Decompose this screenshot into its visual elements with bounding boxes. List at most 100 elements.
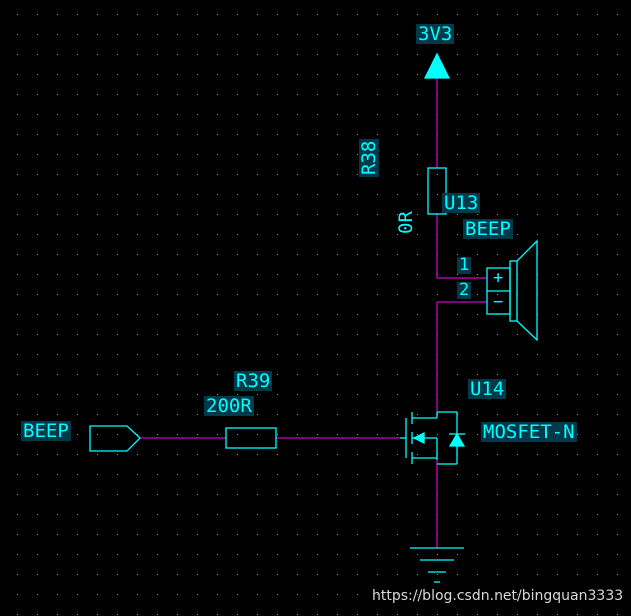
grid-dot — [397, 534, 398, 535]
grid-dot — [277, 594, 278, 595]
grid-dot — [297, 374, 298, 375]
grid-dot — [577, 94, 578, 95]
grid-dot — [597, 314, 598, 315]
grid-dot — [477, 114, 478, 115]
buzzer-plus-sign: + — [493, 268, 504, 288]
grid-dot — [197, 554, 198, 555]
grid-dot — [97, 494, 98, 495]
grid-dot — [337, 554, 338, 555]
grid-dot — [377, 354, 378, 355]
grid-dot — [617, 594, 618, 595]
grid-dot — [17, 474, 18, 475]
grid-dots — [17, 14, 618, 615]
grid-dot — [237, 294, 238, 295]
grid-dot — [557, 54, 558, 55]
grid-dot — [577, 194, 578, 195]
grid-dot — [597, 494, 598, 495]
grid-dot — [237, 194, 238, 195]
grid-dot — [297, 74, 298, 75]
grid-dot — [77, 454, 78, 455]
grid-dot — [117, 514, 118, 515]
grid-dot — [497, 74, 498, 75]
grid-dot — [177, 174, 178, 175]
grid-dot — [17, 214, 18, 215]
grid-dot — [337, 514, 338, 515]
grid-dot — [357, 374, 358, 375]
grid-dot — [217, 134, 218, 135]
grid-dot — [157, 114, 158, 115]
net-port-beep[interactable] — [89, 425, 141, 452]
grid-dot — [317, 134, 318, 135]
grid-dot — [17, 234, 18, 235]
grid-dot — [77, 554, 78, 555]
grid-dot — [397, 434, 398, 435]
grid-dot — [237, 134, 238, 135]
power-arrow-icon[interactable] — [423, 52, 451, 79]
grid-dot — [177, 434, 178, 435]
grid-dot — [517, 134, 518, 135]
grid-dot — [557, 314, 558, 315]
grid-dot — [257, 74, 258, 75]
grid-dot — [237, 434, 238, 435]
resistor-r38[interactable] — [427, 167, 447, 215]
resistor-r39[interactable] — [225, 427, 277, 449]
grid-dot — [457, 254, 458, 255]
grid-dot — [537, 234, 538, 235]
grid-dot — [397, 394, 398, 395]
grid-dot — [597, 614, 598, 615]
grid-dot — [357, 274, 358, 275]
grid-dot — [117, 154, 118, 155]
grid-dot — [517, 334, 518, 335]
grid-dot — [577, 334, 578, 335]
grid-dot — [117, 34, 118, 35]
grid-dot — [157, 614, 158, 615]
grid-dot — [57, 134, 58, 135]
grid-dot — [397, 554, 398, 555]
grid-dot — [57, 94, 58, 95]
buzzer-body[interactable] — [509, 260, 518, 322]
grid-dot — [457, 334, 458, 335]
grid-dot — [317, 94, 318, 95]
grid-dot — [557, 234, 558, 235]
ground-icon[interactable] — [410, 547, 464, 583]
grid-dot — [617, 234, 618, 235]
grid-dot — [237, 514, 238, 515]
grid-dot — [297, 174, 298, 175]
grid-dot — [357, 474, 358, 475]
grid-dot — [137, 234, 138, 235]
grid-dot — [277, 234, 278, 235]
grid-dot — [97, 214, 98, 215]
grid-dot — [537, 374, 538, 375]
grid-dot — [237, 254, 238, 255]
grid-dot — [617, 394, 618, 395]
grid-dot — [337, 214, 338, 215]
grid-dot — [617, 414, 618, 415]
grid-dot — [597, 134, 598, 135]
grid-dot — [197, 114, 198, 115]
grid-dot — [177, 354, 178, 355]
grid-dot — [197, 494, 198, 495]
grid-dot — [177, 594, 178, 595]
mosfet-n[interactable] — [400, 411, 466, 465]
pin-2-label: 2 — [457, 280, 472, 300]
grid-dot — [597, 74, 598, 75]
grid-dot — [197, 34, 198, 35]
grid-dot — [377, 274, 378, 275]
grid-dot — [617, 574, 618, 575]
grid-dot — [197, 214, 198, 215]
grid-dot — [377, 114, 378, 115]
grid-dot — [117, 414, 118, 415]
grid-dot — [117, 54, 118, 55]
grid-dot — [357, 54, 358, 55]
grid-dot — [477, 474, 478, 475]
grid-dot — [137, 194, 138, 195]
grid-dot — [477, 134, 478, 135]
grid-dot — [57, 174, 58, 175]
grid-dot — [117, 394, 118, 395]
grid-dot — [117, 114, 118, 115]
grid-dot — [297, 134, 298, 135]
grid-dot — [597, 94, 598, 95]
grid-dot — [397, 154, 398, 155]
grid-dot — [357, 434, 358, 435]
grid-dot — [457, 534, 458, 535]
